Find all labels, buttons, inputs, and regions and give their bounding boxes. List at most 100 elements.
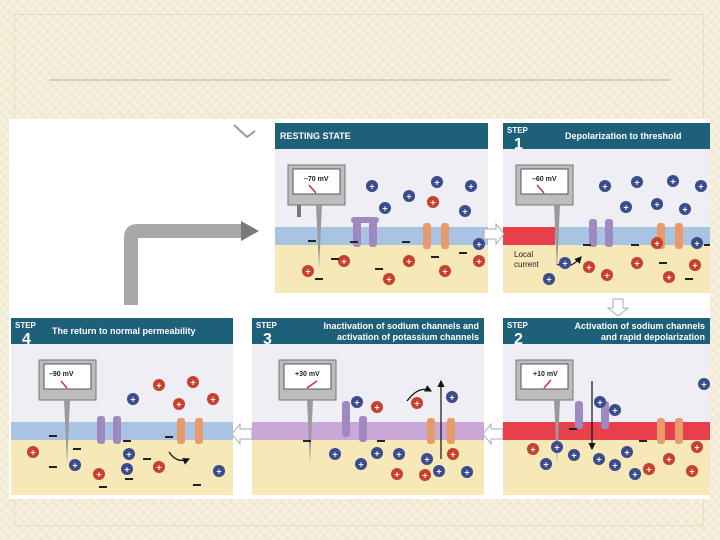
panel-title-line2: activation of potassium channels (337, 332, 479, 342)
svg-text:+: + (634, 259, 639, 269)
svg-text:+: + (369, 182, 374, 192)
svg-text:+: + (464, 468, 469, 478)
minus-ion-icon (431, 256, 439, 258)
minus-ion-icon (49, 435, 57, 437)
cation-ion-icon: + (366, 180, 378, 192)
svg-text:+: + (694, 443, 699, 453)
minus-ion-icon (123, 440, 131, 442)
voltage-reading: –90 mV (49, 371, 74, 378)
svg-text:+: + (386, 275, 391, 285)
flow-arrow-icon (483, 424, 503, 444)
local-current-label: Local (514, 250, 533, 259)
svg-text:+: + (701, 380, 706, 390)
action-potential-diagram: RESTING STATE –70 mV STEP 1 Depolarizati… (9, 119, 710, 499)
minus-ion-icon (303, 440, 311, 442)
svg-text:+: + (430, 198, 435, 208)
cation-ion-icon: + (620, 201, 632, 213)
svg-text:+: + (406, 257, 411, 267)
sodium-ion-icon: + (391, 468, 403, 480)
svg-text:+: + (476, 240, 481, 250)
voltage-reading: –70 mV (304, 176, 329, 183)
svg-text:+: + (654, 239, 659, 249)
svg-text:+: + (374, 449, 379, 459)
minus-ion-icon (704, 244, 710, 246)
cation-ion-icon: + (473, 238, 485, 250)
sodium-ion-icon: + (689, 259, 701, 271)
svg-text:+: + (692, 261, 697, 271)
pointer-icon (234, 125, 255, 137)
svg-text:+: + (543, 460, 548, 470)
svg-text:+: + (358, 460, 363, 470)
sodium-ion-icon: + (187, 376, 199, 388)
svg-text:+: + (476, 257, 481, 267)
svg-text:+: + (422, 471, 427, 481)
sodium-ion-icon: + (371, 401, 383, 413)
cytoplasm (252, 440, 484, 495)
minus-ion-icon (377, 440, 385, 442)
action-potential-figure: RESTING STATE –70 mV STEP 1 Depolarizati… (9, 119, 710, 499)
membrane (275, 227, 488, 245)
minus-ion-icon (631, 244, 639, 246)
minus-ion-icon (73, 448, 81, 450)
svg-text:+: + (698, 182, 703, 192)
sodium-ion-icon: + (663, 453, 675, 465)
svg-text:+: + (694, 239, 699, 249)
svg-text:+: + (305, 267, 310, 277)
cation-ion-icon: + (465, 180, 477, 192)
cation-ion-icon: + (543, 273, 555, 285)
minus-ion-icon (685, 278, 693, 280)
svg-text:+: + (654, 200, 659, 210)
sodium-ion-icon: + (153, 461, 165, 473)
minus-ion-icon (125, 478, 133, 480)
voltage-reading: +30 mV (295, 371, 320, 378)
minus-ion-icon (49, 466, 57, 468)
step-label: STEP (15, 321, 37, 330)
svg-text:+: + (394, 470, 399, 480)
sodium-ion-icon: + (338, 255, 350, 267)
depolarized-segment (503, 227, 555, 245)
svg-text:+: + (604, 271, 609, 281)
sodium-ion-icon: + (27, 446, 39, 458)
svg-text:+: + (670, 177, 675, 187)
sodium-ion-icon: + (447, 448, 459, 460)
svg-text:+: + (124, 465, 129, 475)
svg-text:+: + (602, 182, 607, 192)
svg-text:+: + (634, 178, 639, 188)
cation-ion-icon: + (609, 459, 621, 471)
title-divider (50, 79, 670, 81)
cation-ion-icon: + (421, 453, 433, 465)
sodium-ion-icon: + (583, 261, 595, 273)
svg-text:+: + (442, 267, 447, 277)
panel-step1: STEP 1 Depolarization to threshold –60 m… (503, 123, 710, 293)
sodium-ion-icon: + (686, 465, 698, 477)
svg-text:+: + (436, 467, 441, 477)
svg-text:+: + (597, 398, 602, 408)
sodium-ion-icon: + (383, 273, 395, 285)
svg-text:+: + (666, 455, 671, 465)
cation-ion-icon: + (568, 449, 580, 461)
local-current-label: current (514, 260, 540, 269)
minus-ion-icon (639, 440, 647, 442)
sodium-ion-icon: + (631, 257, 643, 269)
minus-ion-icon (99, 486, 107, 488)
svg-text:+: + (30, 448, 35, 458)
cation-ion-icon: + (667, 175, 679, 187)
minus-ion-icon (375, 268, 383, 270)
minus-ion-icon (143, 458, 151, 460)
minus-ion-icon (350, 241, 358, 243)
svg-text:+: + (612, 461, 617, 471)
cation-ion-icon: + (121, 463, 133, 475)
cation-ion-icon: + (393, 448, 405, 460)
cation-ion-icon: + (446, 391, 458, 403)
svg-text:+: + (462, 207, 467, 217)
minus-ion-icon (193, 484, 201, 486)
svg-text:+: + (624, 448, 629, 458)
sodium-ion-icon: + (93, 468, 105, 480)
svg-text:+: + (586, 263, 591, 273)
svg-text:+: + (374, 403, 379, 413)
cation-ion-icon: + (213, 465, 225, 477)
sodium-ion-icon: + (427, 196, 439, 208)
sodium-ion-icon: + (651, 237, 663, 249)
svg-text:+: + (354, 398, 359, 408)
sodium-ion-icon: + (527, 443, 539, 455)
